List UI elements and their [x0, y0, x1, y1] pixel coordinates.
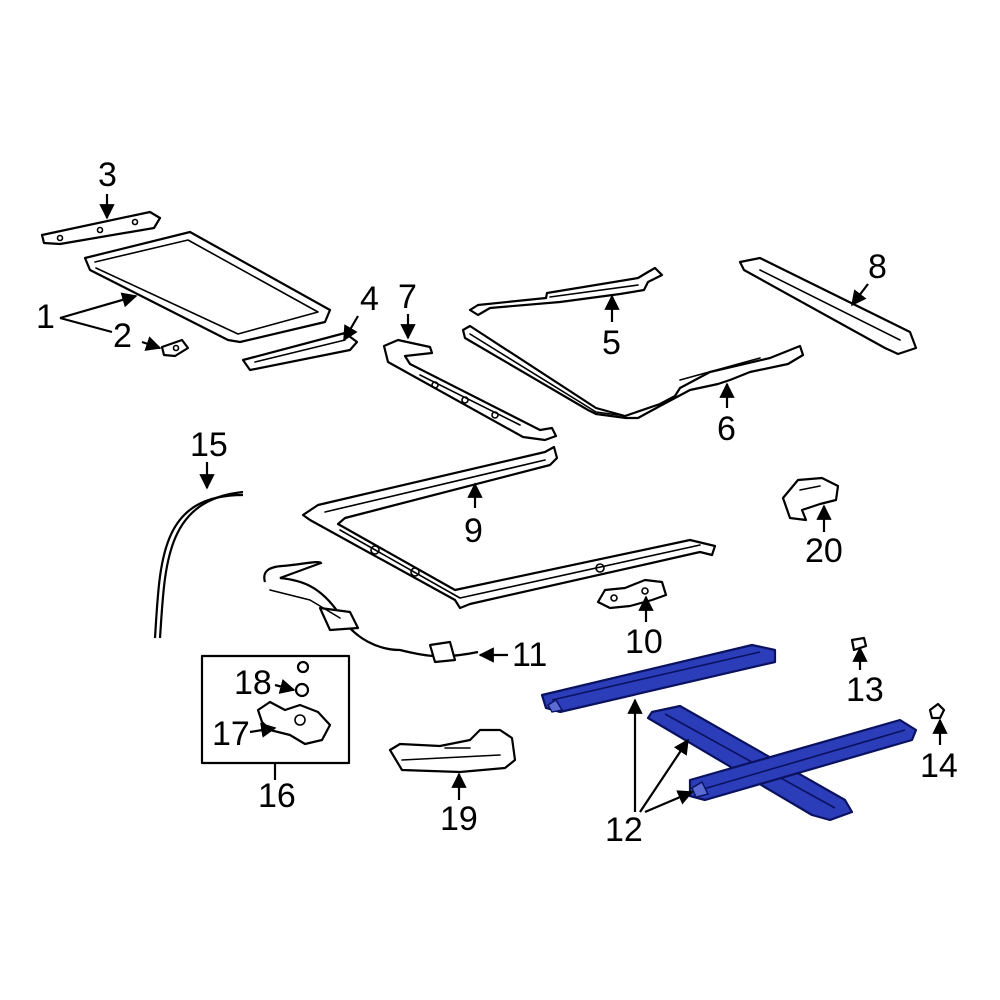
part-5-upper-rail[interactable] — [468, 266, 664, 317]
callout-17[interactable]: 17 — [212, 715, 250, 753]
part-2-bracket[interactable] — [160, 338, 190, 358]
part-16-motor-assembly-box[interactable] — [200, 654, 351, 765]
callout-labels: 1 2 3 4 5 6 7 8 9 10 11 12 13 14 15 16 1… — [36, 156, 958, 849]
part-4-side-rail[interactable] — [241, 331, 359, 372]
callout-16[interactable]: 16 — [258, 777, 296, 815]
callout-1[interactable]: 1 — [36, 298, 55, 336]
part-10-bracket[interactable] — [596, 578, 668, 610]
part-8-rear-rail[interactable] — [738, 256, 918, 356]
part-12-drain-channels[interactable] — [540, 643, 918, 822]
leader-lines — [59, 194, 948, 814]
part-20-clip[interactable] — [781, 476, 840, 522]
part-15-weatherstrip[interactable] — [153, 490, 244, 639]
callout-15[interactable]: 15 — [190, 426, 228, 464]
part-18-nut[interactable] — [294, 660, 310, 698]
callout-2[interactable]: 2 — [113, 317, 132, 355]
callout-12[interactable]: 12 — [605, 811, 643, 849]
callout-5[interactable]: 5 — [602, 324, 621, 362]
part-11-drain-cable[interactable] — [263, 560, 479, 664]
callout-13[interactable]: 13 — [846, 671, 884, 709]
part-19-drive-module[interactable] — [388, 728, 517, 774]
callout-6[interactable]: 6 — [717, 410, 736, 448]
callout-7[interactable]: 7 — [398, 278, 417, 316]
part-9-sunroof-frame[interactable] — [301, 445, 717, 610]
callout-9[interactable]: 9 — [464, 512, 483, 550]
part-3-deflector[interactable] — [40, 210, 162, 246]
callout-14[interactable]: 14 — [920, 747, 958, 785]
callout-20[interactable]: 20 — [805, 532, 843, 570]
callout-18[interactable]: 18 — [234, 664, 272, 702]
part-1-glass-panel[interactable] — [83, 230, 332, 344]
part-6-seal-trough[interactable] — [461, 324, 805, 420]
callout-19[interactable]: 19 — [440, 800, 478, 838]
part-7-front-guide[interactable] — [382, 338, 558, 442]
callout-3[interactable]: 3 — [98, 156, 117, 194]
callout-11[interactable]: 11 — [512, 636, 547, 674]
part-14-clip[interactable] — [928, 702, 946, 720]
callout-10[interactable]: 10 — [625, 623, 663, 661]
callout-4[interactable]: 4 — [360, 280, 379, 318]
callout-8[interactable]: 8 — [868, 248, 887, 286]
